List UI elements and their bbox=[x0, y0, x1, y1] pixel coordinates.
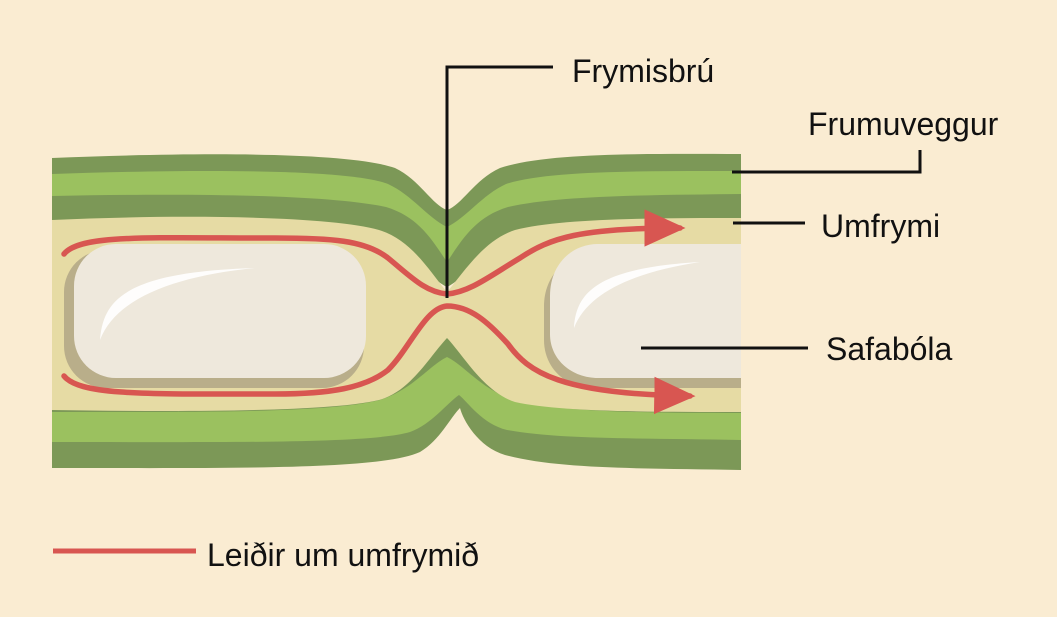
cell-wall-leader-line bbox=[732, 150, 922, 174]
vacuole-label: Safabóla bbox=[826, 331, 953, 367]
vacuole-left bbox=[64, 244, 366, 388]
cytoplasm-label: Umfrymi bbox=[821, 208, 940, 244]
cytoplasm-path-lower bbox=[61, 303, 696, 415]
cell-wall-label: Frumuveggur bbox=[808, 106, 999, 142]
plasmodesma-leader-line bbox=[445, 65, 553, 298]
cell-wall-bottom-inner bbox=[52, 357, 741, 443]
cell-wall-top-inner bbox=[52, 170, 741, 262]
cytoplasm-path-upper bbox=[61, 209, 686, 297]
plasmodesma-label: Frymisbrú bbox=[572, 53, 714, 89]
legend-label: Leiðir um umfrymið bbox=[207, 537, 479, 573]
vacuole-right bbox=[544, 244, 741, 388]
